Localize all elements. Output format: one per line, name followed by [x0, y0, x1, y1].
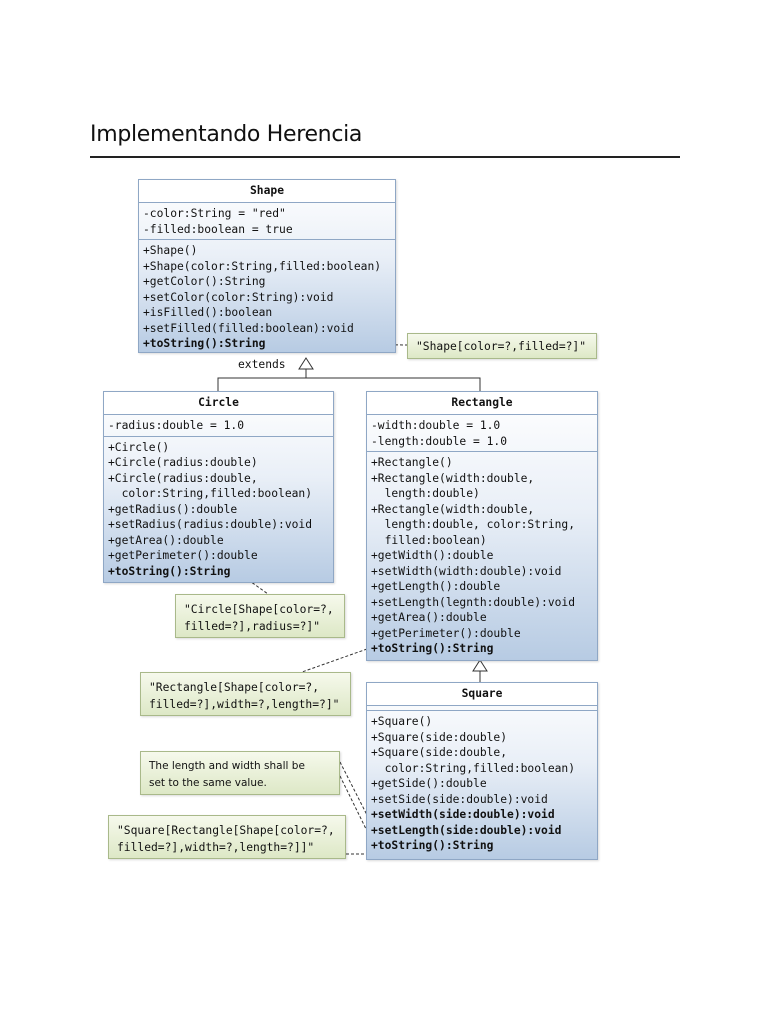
circle-attributes: -radius:double = 1.0: [104, 415, 333, 437]
square-constraint-note: The length and width shall be set to the…: [140, 751, 340, 795]
method-tostring: +toString():String: [108, 564, 231, 578]
method-tostring: +toString():String: [371, 642, 494, 655]
method: +Circle(): [108, 440, 170, 454]
square-class-box: Square +Square() +Square(side:double) +S…: [366, 682, 598, 860]
rectangle-note-link: [301, 648, 368, 673]
method: +Square(side:double): [371, 730, 508, 744]
note-line: filled=?],width=?,length=?]": [149, 698, 340, 711]
note-line: "Circle[Shape[color=?,: [184, 603, 334, 616]
method: +setSide(side:double):void: [371, 792, 548, 806]
note-line: filled=?],radius=?]": [184, 620, 321, 633]
method: +isFilled():boolean: [143, 306, 273, 319]
constraint-link-setwidth: [339, 761, 368, 816]
method: +getWidth():double: [371, 549, 494, 562]
note-line: "Shape[color=?,filled=?]": [416, 340, 587, 353]
method: filled:boolean): [371, 533, 487, 547]
rectangle-class-name: Rectangle: [367, 392, 597, 415]
method-setwidth: +setWidth(side:double):void: [371, 808, 555, 821]
shape-tostring-note: "Shape[color=?,filled=?]": [407, 333, 597, 359]
circle-tostring-note: "Circle[Shape[color=?, filled=?],radius=…: [175, 594, 345, 638]
note-line: filled=?],width=?,length=?]]": [117, 841, 315, 854]
method: +Square(side:double,: [371, 746, 508, 759]
method: +getArea():double: [108, 533, 224, 547]
circle-methods: +Circle() +Circle(radius:double) +Circle…: [104, 437, 333, 582]
shape-class-box: Shape -color:String = "red" -filled:bool…: [138, 179, 396, 353]
method: +getPerimeter():double: [108, 549, 258, 562]
square-class-name: Square: [367, 683, 597, 706]
method: +Shape(color:String,filled:boolean): [143, 259, 382, 273]
rectangle-class-box: Rectangle -width:double = 1.0 -length:do…: [366, 391, 598, 661]
attribute: -color:String = "red": [143, 207, 286, 220]
method: color:String,filled:boolean): [371, 761, 576, 775]
method: +Shape(): [143, 244, 198, 257]
method: +Circle(radius:double,: [108, 471, 258, 485]
method: +setLength(legnth:double):void: [371, 595, 576, 609]
method-tostring: +toString():String: [371, 839, 494, 852]
method: +Square(): [371, 715, 433, 728]
attribute: -filled:boolean = true: [143, 222, 293, 236]
method: +setRadius(radius:double):void: [108, 518, 313, 531]
shape-methods: +Shape() +Shape(color:String,filled:bool…: [139, 240, 395, 354]
method: +setFilled(filled:boolean):void: [143, 321, 354, 335]
rectangle-inheritance-arrowhead: [472, 659, 488, 672]
method-setlength: +setLength(side:double):void: [371, 823, 562, 837]
method-tostring: +toString():String: [143, 337, 266, 350]
square-attributes: [367, 706, 597, 711]
note-line: set to the same value.: [149, 777, 267, 789]
rectangle-tostring-note: "Rectangle[Shape[color=?, filled=?],widt…: [140, 672, 351, 716]
method: +getColor():String: [143, 275, 266, 288]
attribute: -radius:double = 1.0: [108, 419, 245, 432]
attribute: -length:double = 1.0: [371, 434, 508, 448]
method: +getArea():double: [371, 611, 487, 624]
method: length:double, color:String,: [371, 518, 576, 531]
shape-attributes: -color:String = "red" -filled:boolean = …: [139, 203, 395, 240]
method: color:String,filled:boolean): [108, 487, 313, 500]
attribute: -width:double = 1.0: [371, 419, 501, 432]
note-line: The length and width shall be: [149, 760, 305, 772]
rectangle-methods: +Rectangle() +Rectangle(width:double, le…: [367, 452, 597, 659]
extends-label: extends: [238, 358, 286, 371]
note-line: "Rectangle[Shape[color=?,: [149, 681, 320, 694]
method: +getRadius():double: [108, 502, 238, 516]
note-line: "Square[Rectangle[Shape[color=?,: [117, 824, 335, 837]
method: +getSide():double: [371, 777, 487, 790]
constraint-link-setlength: [339, 775, 368, 832]
method: +Rectangle(width:double,: [371, 502, 535, 516]
method: +getLength():double: [371, 580, 501, 593]
shape-class-name: Shape: [139, 180, 395, 203]
rectangle-attributes: -width:double = 1.0 -length:double = 1.0: [367, 415, 597, 452]
page-title: Implementando Herencia: [90, 122, 363, 147]
method: +setColor(color:String):void: [143, 290, 334, 304]
extends-connector: [217, 377, 481, 391]
method: +getPerimeter():double: [371, 626, 521, 640]
method: +Rectangle(width:double,: [371, 471, 535, 485]
square-methods: +Square() +Square(side:double) +Square(s…: [367, 711, 597, 856]
method: +Rectangle(): [371, 456, 453, 469]
method: +setWidth(width:double):void: [371, 564, 562, 578]
shape-inheritance-arrowhead: [298, 357, 314, 370]
title-underline: [90, 156, 680, 158]
circle-class-box: Circle -radius:double = 1.0 +Circle() +C…: [103, 391, 334, 583]
circle-class-name: Circle: [104, 392, 333, 415]
square-tostring-note: "Square[Rectangle[Shape[color=?, filled=…: [108, 815, 346, 859]
method: +Circle(radius:double): [108, 456, 258, 469]
method: length:double): [371, 487, 480, 500]
